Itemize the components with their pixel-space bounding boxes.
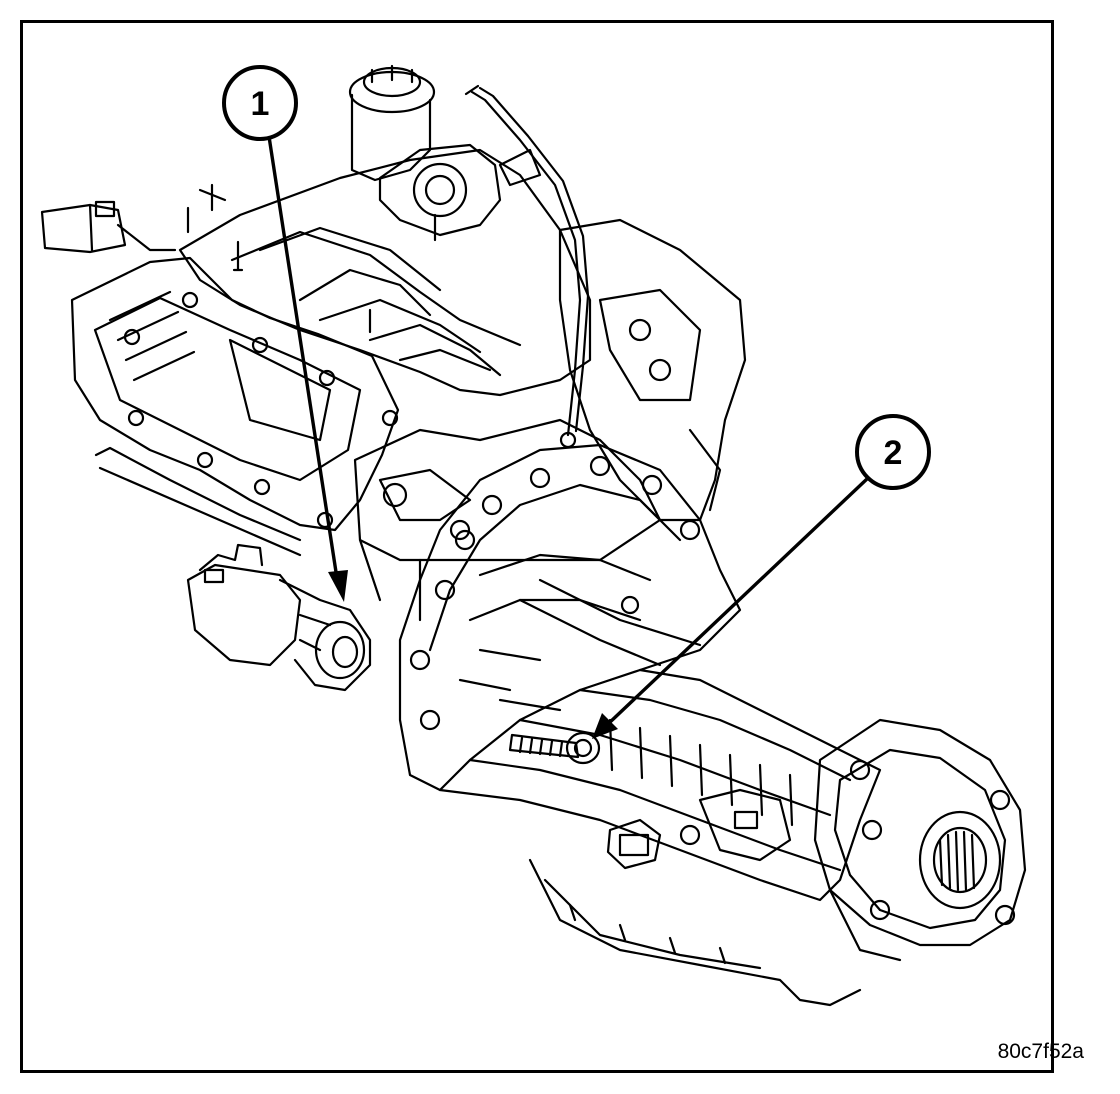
arrowhead-2 xyxy=(592,713,618,739)
starter-motor xyxy=(186,543,372,692)
dipstick-tube xyxy=(464,84,590,449)
callout-2: 2 xyxy=(855,414,931,490)
callout-label-1: 1 xyxy=(251,85,270,123)
callout-circle-1 xyxy=(222,65,298,141)
callout-leaders xyxy=(266,129,870,739)
diagram-frame xyxy=(20,20,1054,1073)
figure-id: 80c7f52a xyxy=(997,1040,1084,1063)
callout-label-2: 2 xyxy=(884,434,903,472)
arrowhead-1 xyxy=(328,570,348,602)
callout-circle-2 xyxy=(855,414,931,490)
leader-line-1 xyxy=(266,129,340,586)
transmission-assembly xyxy=(398,443,1027,1007)
callout-1: 1 xyxy=(222,65,298,141)
engine-assembly xyxy=(40,200,747,622)
leader-line-2 xyxy=(606,476,870,726)
